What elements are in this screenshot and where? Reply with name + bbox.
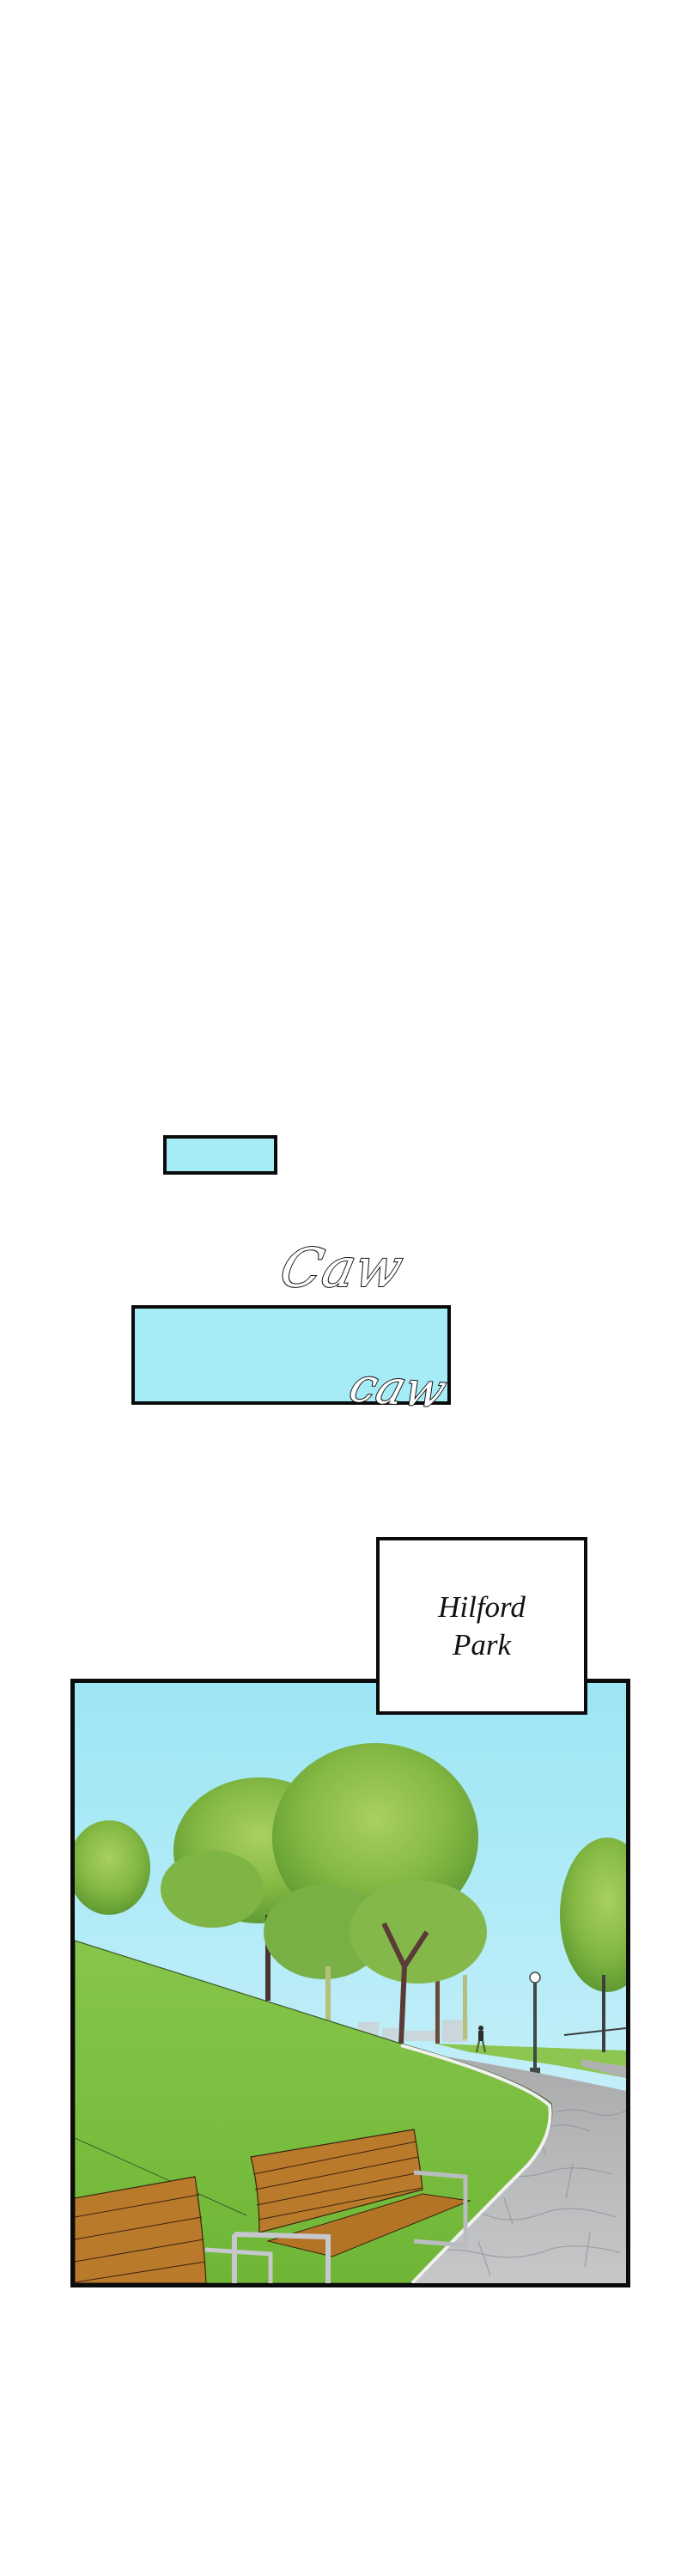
trees xyxy=(75,1743,626,2052)
caption-line-2: Park xyxy=(452,1627,512,1662)
bench-right xyxy=(232,2129,471,2283)
narration-box-small xyxy=(163,1135,277,1175)
location-caption-box: Hilford Park xyxy=(376,1537,587,1715)
sound-effect-caw-1: Caw xyxy=(274,1236,410,1300)
park-illustration xyxy=(75,1683,626,2283)
park-scene-panel xyxy=(70,1679,630,2287)
bench-left xyxy=(75,2176,273,2283)
pedestrian xyxy=(475,2026,487,2053)
sound-effect-caw-2: caw xyxy=(343,1357,453,1419)
caption-line-1: Hilford xyxy=(438,1589,526,1624)
stone-path xyxy=(358,2044,626,2283)
narration-box-wide xyxy=(131,1305,451,1405)
lamp-post xyxy=(529,1971,541,2075)
